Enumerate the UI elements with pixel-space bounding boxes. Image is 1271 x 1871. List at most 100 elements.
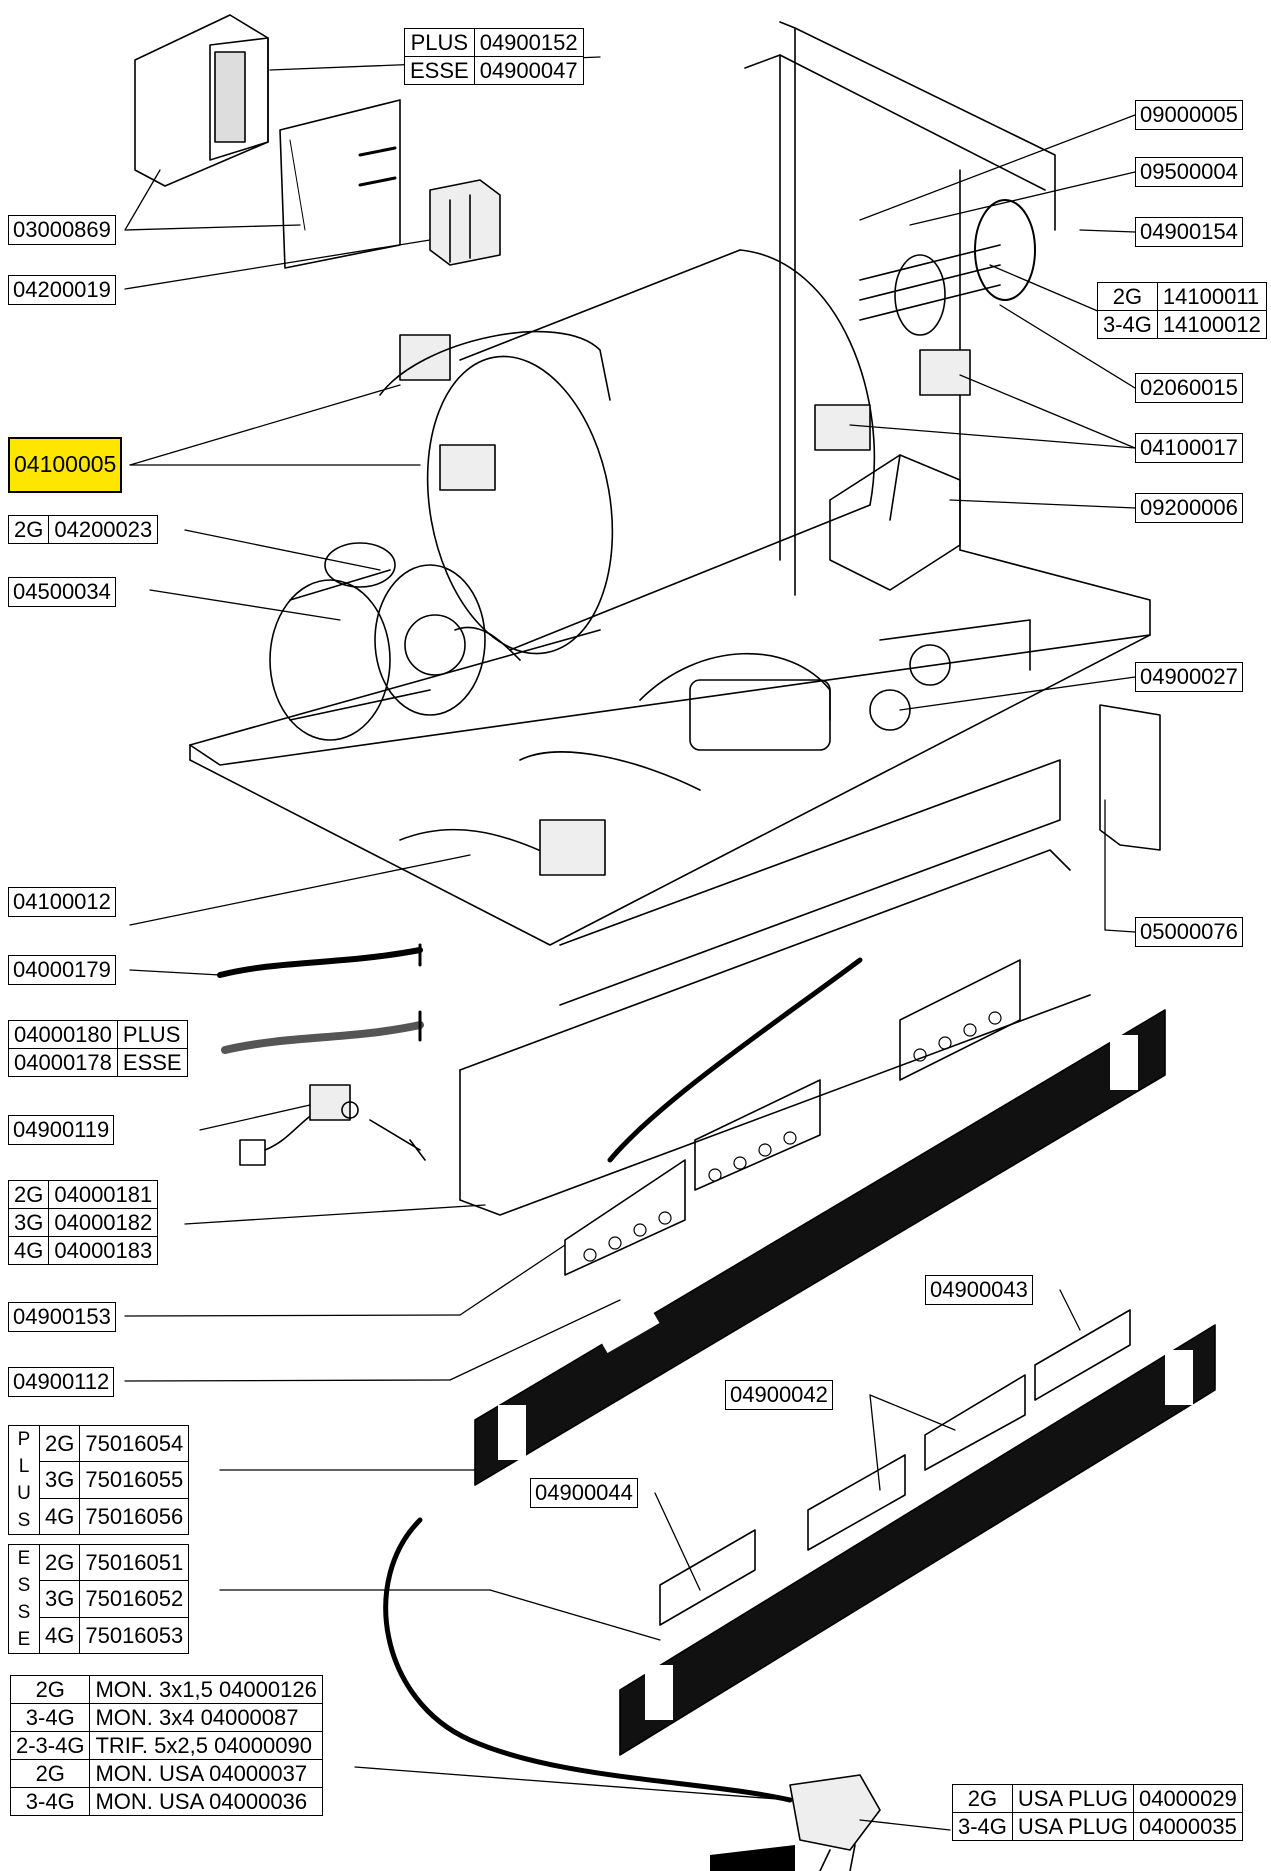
plus_panel-cell: 75016054	[79, 1424, 190, 1463]
plus-keypad-panel-drawing	[474, 1009, 1166, 1486]
plug_table-cell: 04000029	[1132, 1784, 1243, 1813]
vertical-letter: E	[17, 1548, 31, 1569]
harness_table-cell: 2G	[7, 1180, 50, 1209]
contactor-drawing	[429, 179, 501, 266]
part-label-04100005: 04100005	[8, 437, 123, 493]
control-box-drawing	[134, 14, 401, 269]
cable_table-cell: 04000178	[8, 1048, 118, 1077]
esse_panel-cell: 2G	[38, 1543, 81, 1582]
plug_table-cell: 2G	[952, 1784, 1013, 1813]
part-label-04200019: 04200019	[8, 275, 116, 305]
cord_table-cell: 3-4G	[9, 1787, 91, 1816]
element_table-cell: 14100011	[1156, 282, 1267, 311]
button-boards-drawing	[659, 1309, 1131, 1626]
leader-lines	[124, 56, 1136, 1831]
part-label-04900044: 04900044	[530, 1478, 638, 1508]
board_table-cell: PLUS	[404, 28, 475, 57]
part-label-04100017: 04100017	[1135, 433, 1243, 463]
solenoid-valves-drawing	[379, 330, 971, 491]
element_table-cell: 3-4G	[1097, 310, 1158, 339]
part-label-04000179: 04000179	[8, 955, 116, 985]
part-label-04900112: 04900112	[8, 1367, 115, 1397]
element_table-cell: 14100012	[1156, 310, 1267, 339]
esse-keypad-panel-drawing	[619, 1324, 1216, 1756]
plus_panel-cell: 4G	[38, 1497, 81, 1536]
cable_table-cell: 04000180	[8, 1020, 118, 1049]
plug_table-cell: 3-4G	[952, 1812, 1013, 1841]
part-label-04900119: 04900119	[8, 1115, 115, 1145]
key-switch-drawing	[239, 1084, 426, 1166]
cable_table-cell: PLUS	[116, 1020, 188, 1049]
part-label-04900153: 04900153	[8, 1302, 116, 1332]
cord_table-cell: TRIF. 5x2,5 04000090	[89, 1731, 323, 1760]
vertical-letter: E	[17, 1629, 31, 1650]
part-label-04100012: 04100012	[8, 887, 116, 917]
part-label-04900043: 04900043	[925, 1275, 1033, 1305]
part-label-04900042: 04900042	[725, 1380, 833, 1410]
control-boards-drawing	[564, 959, 1021, 1276]
cord_table-cell: 2G	[9, 1675, 91, 1704]
part-label-09000005: 09000005	[1135, 100, 1243, 130]
part-label-04900027: 04900027	[1135, 662, 1243, 692]
part-label-05000076: 05000076	[1135, 917, 1243, 947]
vertical-letter: L	[18, 1456, 30, 1477]
esse_panel-cell: 75016052	[79, 1580, 190, 1618]
harness_table-cell: 04000182	[48, 1208, 159, 1237]
harness_table-cell: 04000183	[48, 1236, 159, 1265]
vertical-letter: U	[17, 1483, 31, 1504]
pump_table-cell: 2G	[7, 515, 50, 544]
cord_table-cell: 2G	[9, 1759, 91, 1788]
cable_table-cell: ESSE	[116, 1048, 188, 1077]
vertical-letter: P	[17, 1429, 31, 1450]
esse_panel-cell: 4G	[38, 1616, 81, 1655]
esse_panel-cell: 75016053	[79, 1616, 190, 1655]
plus_panel-cell: 3G	[38, 1461, 81, 1499]
vertical-letter: S	[17, 1510, 31, 1531]
heating-element-drawing	[859, 199, 1036, 336]
plus_panel-cell: 2G	[38, 1424, 81, 1463]
power-cord-drawing	[383, 1517, 881, 1871]
esse_panel-cell: 75016051	[79, 1543, 190, 1582]
element_table-cell: 2G	[1097, 282, 1158, 311]
pump-motor-drawing	[269, 542, 521, 741]
plug_table-cell: 04000035	[1132, 1812, 1243, 1841]
board_table-cell: 04900047	[473, 56, 584, 85]
harness_table-cell: 4G	[7, 1236, 50, 1265]
vertical-letter: S	[17, 1575, 31, 1596]
part-label-04500034: 04500034	[8, 577, 116, 607]
plug_table-cell: USA PLUG	[1011, 1812, 1134, 1841]
board_table-cell: ESSE	[404, 56, 475, 85]
part-label-03000869: 03000869	[8, 215, 116, 245]
machine-frame-drawing	[189, 21, 1151, 946]
cord_table-cell: 2-3-4G	[9, 1731, 91, 1760]
esse_panel-cell: 3G	[38, 1580, 81, 1618]
cord_table-cell: MON. 3x1,5 04000126	[89, 1675, 323, 1704]
